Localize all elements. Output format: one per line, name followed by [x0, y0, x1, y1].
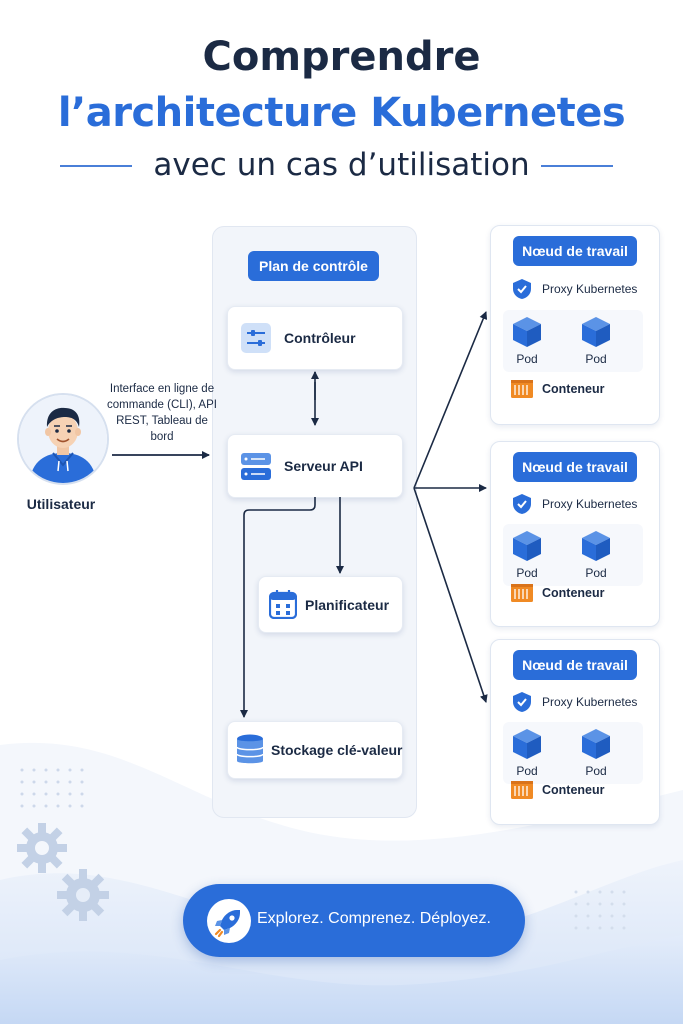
pod-label: Pod: [516, 566, 538, 580]
shield-icon: [513, 494, 531, 514]
cta-button[interactable]: Explorez. Comprenez. Déployez.: [183, 884, 525, 957]
container-label: Conteneur: [542, 586, 605, 600]
proxy-icon-wrap: [511, 278, 533, 300]
pod-label: Pod: [585, 566, 607, 580]
api-server-card: Serveur API: [227, 434, 403, 498]
worker-node-card: Nœud de travail Proxy Kubernetes Pod Pod: [490, 225, 660, 425]
page-subtitle: avec un cas d’utilisation: [153, 147, 530, 183]
control-plane-label: Plan de contrôle: [248, 251, 379, 281]
scheduler-card: Planificateur: [258, 576, 403, 633]
container-icon: [511, 584, 533, 602]
gear-icon: [17, 823, 67, 873]
proxy-icon-wrap: [511, 493, 533, 515]
cube-icon: [582, 531, 610, 561]
cube-icon: [513, 317, 541, 347]
database-icon: [236, 734, 264, 764]
proxy-label: Proxy Kubernetes: [542, 282, 638, 296]
cube-icon: [582, 729, 610, 759]
container-icon: [511, 380, 533, 398]
server-icon: [241, 453, 271, 480]
pod: Pod: [507, 530, 547, 580]
user-interfaces-label: Interface en ligne de commande (CLI), AP…: [107, 383, 217, 443]
dot-pattern-right: [574, 890, 626, 930]
api-server-label: Serveur API: [284, 458, 363, 474]
api-kvstore-arrow: [240, 497, 316, 718]
pod-label: Pod: [516, 352, 538, 366]
page-title-highlight: l’architecture Kubernetes: [57, 90, 626, 136]
controller-card: Contrôleur: [227, 306, 403, 370]
proxy-label: Proxy Kubernetes: [542, 497, 638, 511]
calendar-icon: [269, 590, 297, 619]
pod: Pod: [576, 316, 616, 366]
container-label: Conteneur: [542, 382, 605, 396]
shield-icon: [513, 279, 531, 299]
pod-label: Pod: [585, 764, 607, 778]
pod: Pod: [576, 530, 616, 580]
dot-pattern-left: [20, 768, 84, 808]
container-icon-wrap: [511, 781, 533, 801]
controller-label: Contrôleur: [284, 330, 356, 346]
scheduler-label: Planificateur: [305, 597, 390, 613]
worker-node-title: Nœud de travail: [513, 236, 637, 266]
cta-icon-circle: [207, 899, 251, 943]
subtitle-divider-left: [60, 165, 132, 167]
worker-node-card: Nœud de travail Proxy Kubernetes Pod Pod: [490, 639, 660, 825]
api-node3-arrow: [413, 487, 488, 703]
sliders-icon: [241, 323, 271, 353]
cta-label: Explorez. Comprenez. Déployez.: [257, 910, 491, 927]
worker-node-title: Nœud de travail: [513, 452, 637, 482]
user-avatar-illustration: [19, 395, 107, 483]
proxy-label: Proxy Kubernetes: [542, 695, 638, 709]
worker-node-card: Nœud de travail Proxy Kubernetes Pod Pod: [490, 441, 660, 627]
cube-icon: [582, 317, 610, 347]
worker-node-title: Nœud de travail: [513, 650, 637, 680]
proxy-icon-wrap: [511, 691, 533, 713]
rocket-icon: [214, 910, 240, 938]
pod-label: Pod: [585, 352, 607, 366]
gear-icon: [57, 869, 109, 921]
user-label: Utilisateur: [26, 496, 96, 512]
container-icon: [511, 781, 533, 799]
container-icon-wrap: [511, 584, 533, 604]
pod-label: Pod: [516, 764, 538, 778]
user-avatar: [17, 393, 109, 485]
kv-store-card: Stockage clé-valeur: [227, 721, 403, 779]
pod: Pod: [576, 728, 616, 778]
container-label: Conteneur: [542, 783, 605, 797]
container-icon-wrap: [511, 380, 533, 400]
cube-icon: [513, 729, 541, 759]
pod: Pod: [507, 316, 547, 366]
cube-icon: [513, 531, 541, 561]
kv-store-label: Stockage clé-valeur: [271, 742, 403, 758]
pod: Pod: [507, 728, 547, 778]
shield-icon: [513, 692, 531, 712]
api-node1-arrow: [413, 311, 488, 489]
subtitle-divider-right: [541, 165, 613, 167]
page-title: Comprendre: [202, 34, 481, 80]
